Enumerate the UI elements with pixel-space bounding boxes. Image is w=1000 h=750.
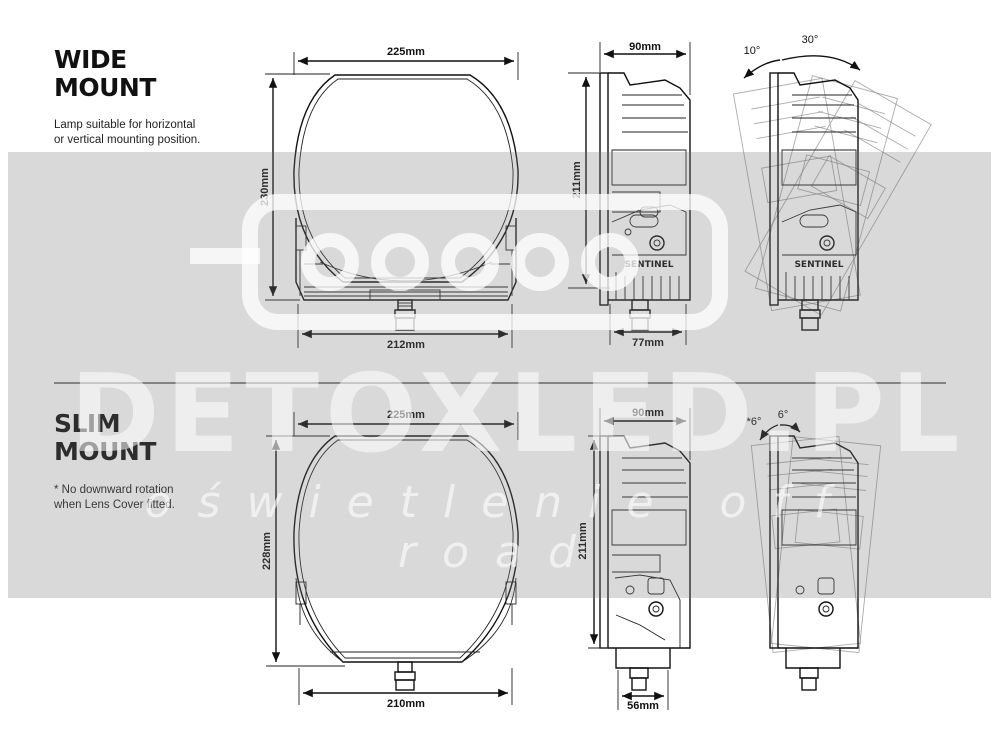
slim-side-depth-label: 90mm bbox=[632, 407, 664, 419]
slim-front-dimensions: 225mm 228mm 210mm bbox=[261, 409, 519, 710]
slim-front-height-label: 228mm bbox=[261, 532, 273, 570]
watermark-logo-icon bbox=[190, 194, 728, 330]
wide-base-width-label: 212mm bbox=[387, 339, 425, 351]
wide-rotation-view: SENTINEL 10° 30° bbox=[732, 34, 932, 331]
wide-front-width-label: 225mm bbox=[387, 46, 425, 58]
slim-side-base-label: 56mm bbox=[627, 700, 659, 712]
slim-rotation-view: *6° 6° bbox=[747, 409, 882, 691]
watermark-text: DETOXLED.PL bbox=[70, 352, 966, 477]
wide-mount-title: WIDE MOUNT bbox=[54, 45, 156, 102]
watermark-band bbox=[8, 152, 991, 598]
slim-side-height-label: 211mm bbox=[577, 522, 589, 560]
wide-side-height-label: 211mm bbox=[571, 161, 583, 199]
slim-mount-title: SLIM MOUNT bbox=[54, 409, 156, 466]
wide-side-brand-label: SENTINEL bbox=[624, 260, 673, 270]
slim-base-width-label: 210mm bbox=[387, 698, 425, 710]
slim-mount-note: * No downward rotation when Lens Cover f… bbox=[54, 484, 175, 511]
wide-side-depth-label: 90mm bbox=[629, 41, 661, 53]
watermark-subtitle: oświetlenie off road bbox=[144, 477, 856, 578]
wide-angle-down-label: 10° bbox=[744, 45, 761, 57]
wide-side-base-label: 77mm bbox=[632, 337, 664, 349]
wide-angle-up-label: 30° bbox=[802, 34, 819, 46]
slim-angle-up-label: 6° bbox=[778, 409, 789, 421]
slim-front-width-label: 225mm bbox=[387, 409, 425, 421]
wide-rotation-brand-label: SENTINEL bbox=[794, 260, 843, 270]
wide-side-dimensions: 90mm 211mm 77mm bbox=[568, 41, 691, 349]
slim-angle-down-label: *6° bbox=[747, 416, 762, 428]
wide-mount-note: Lamp suitable for horizontal or vertical… bbox=[54, 119, 201, 146]
slim-side-dimensions: 90mm 211mm 56mm bbox=[577, 407, 691, 712]
